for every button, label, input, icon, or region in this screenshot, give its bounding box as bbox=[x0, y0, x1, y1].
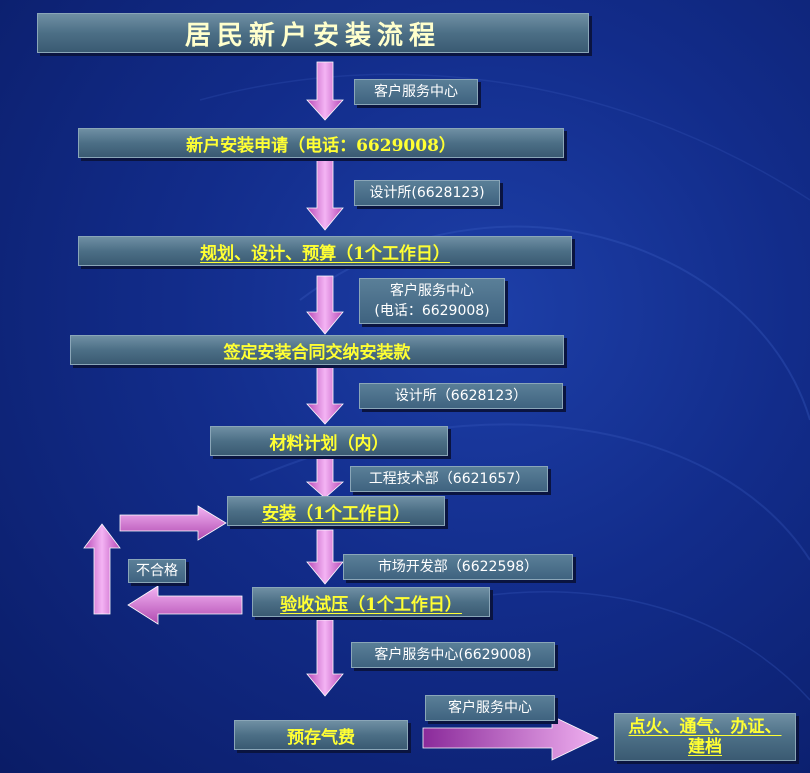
step-material-plan: 材料计划（内） bbox=[210, 426, 448, 456]
down-arrow-3 bbox=[306, 275, 344, 335]
note-customer-service-2: 客户服务中心(6629008) bbox=[351, 642, 555, 668]
step-planning-label: 规划、设计、预算（1个工作日） bbox=[200, 243, 450, 264]
step-planning-design-budget: 规划、设计、预算（1个工作日） bbox=[78, 236, 572, 266]
note-failed: 不合格 bbox=[128, 559, 186, 583]
step-ignition-label: 点火、通气、办证、建档 bbox=[628, 717, 782, 757]
note-customer-service-3: 客户服务中心 bbox=[425, 695, 555, 721]
note-marketing-dept: 市场开发部（6622598） bbox=[343, 554, 573, 580]
step-sign-contract: 签定安装合同交纳安装款 bbox=[70, 335, 564, 365]
note-customer-service-number: (电话：6629008) bbox=[374, 303, 490, 319]
step-acceptance-test: 验收试压（1个工作日） bbox=[252, 587, 490, 617]
page-title: 居民新户安装流程 bbox=[37, 13, 589, 53]
note-customer-service-1: 客户服务中心 bbox=[354, 79, 478, 105]
note-design-institute-1: 设计所(6628123) bbox=[354, 180, 500, 206]
note-customer-service-label: 客户服务中心 bbox=[390, 283, 474, 299]
step-new-application: 新户安装申请（电话：6629008） bbox=[78, 128, 564, 158]
down-arrow-4 bbox=[306, 365, 344, 425]
down-arrow-7 bbox=[306, 619, 344, 697]
right-arrow-reinstall bbox=[119, 505, 227, 541]
up-arrow-reject bbox=[83, 523, 121, 615]
step-acceptance-label: 验收试压（1个工作日） bbox=[280, 594, 462, 615]
note-engineering-dept: 工程技术部（6621657） bbox=[350, 466, 548, 492]
step-installation: 安装（1个工作日） bbox=[227, 496, 445, 526]
right-arrow-final bbox=[422, 715, 599, 761]
down-arrow-5 bbox=[305, 455, 345, 499]
down-arrow-1 bbox=[306, 61, 344, 121]
down-arrow-6 bbox=[306, 529, 344, 585]
step-prepay-gas: 预存气费 bbox=[234, 720, 408, 750]
step-installation-label: 安装（1个工作日） bbox=[262, 503, 410, 524]
note-design-institute-2: 设计所（6628123） bbox=[359, 383, 563, 409]
down-arrow-2 bbox=[306, 157, 344, 231]
step-ignition-registration: 点火、通气、办证、建档 bbox=[614, 713, 796, 761]
left-arrow-reject bbox=[127, 585, 243, 625]
note-customer-service-phone: 客户服务中心 (电话：6629008) bbox=[359, 278, 505, 324]
